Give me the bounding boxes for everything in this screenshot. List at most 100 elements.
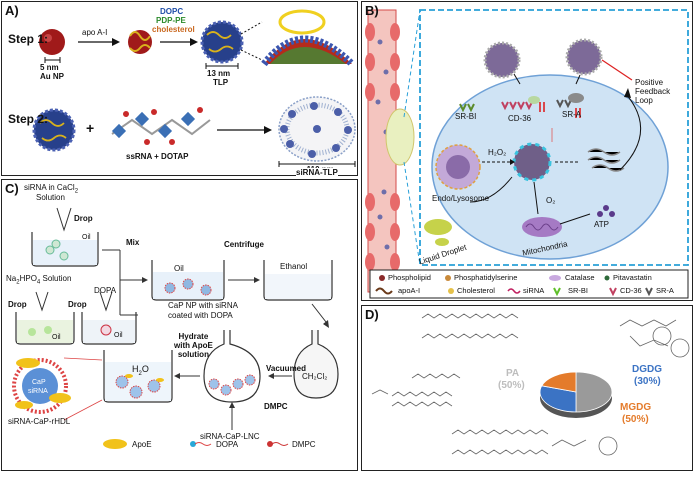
zoom-box xyxy=(419,9,689,266)
oil-label-3: Oil xyxy=(114,332,123,339)
lipid-cholesterol-label: cholesterol xyxy=(152,25,195,34)
oil-label-1: Oil xyxy=(82,234,91,241)
nanoparticle-center xyxy=(512,142,552,182)
beaker-4 xyxy=(151,260,225,301)
legend-pitavastatin: Pitavastatin xyxy=(613,273,652,282)
oil-label-2: Oil xyxy=(52,334,61,341)
lipid-pdppe-label: PDP-PE xyxy=(156,16,186,25)
hydrate-label: Hydrate with ApoE solution xyxy=(174,332,213,359)
step1-label: Step 1: xyxy=(8,32,49,46)
cd36-label: CD-36 xyxy=(508,114,532,123)
panel-c: C) siRNA in CaCl2 Solution Drop Oil Na2H… xyxy=(1,179,358,471)
tlp-particle xyxy=(200,20,244,64)
panel-a-letter: A) xyxy=(5,3,19,18)
o2-label: O₂ xyxy=(546,196,556,205)
legend-phospholipid: Phospholipid xyxy=(388,273,431,282)
cap-core-label: CaP xyxy=(32,379,46,386)
beaker-3 xyxy=(81,312,137,345)
rhdl-particles xyxy=(115,374,164,399)
plus-sign: + xyxy=(86,120,95,136)
sirna-solution-label-2: Solution xyxy=(36,193,65,202)
legend-cd36: CD-36 xyxy=(620,286,642,295)
tlp-size-label: 13 nm xyxy=(207,69,231,78)
final-name-label-visible: siRNA-TLP xyxy=(296,168,338,177)
dgdg-pct-label: (30%) xyxy=(634,376,661,387)
dopa-top-label: DOPA xyxy=(94,286,117,295)
endo-lysosome xyxy=(435,144,481,190)
step2-label: Step 2: xyxy=(8,112,49,126)
panel-d: D) PA (50%) DGDG (30%) MGDG (50%) xyxy=(361,305,693,471)
srbi-label: SR-BI xyxy=(455,112,477,121)
flask-ch2cl2 xyxy=(293,330,339,399)
pie-slice-dgdg xyxy=(539,385,577,413)
sirna-solution-label: siRNA in CaCl2 xyxy=(24,183,79,195)
centrifuge-label: Centrifuge xyxy=(224,240,264,249)
tlp-name-label: TLP xyxy=(213,78,229,87)
tlp-cross-section xyxy=(261,9,355,67)
legend-srbi: SR-BI xyxy=(568,286,589,295)
atp-label: ATP xyxy=(594,220,609,229)
panel-b-letter: B) xyxy=(365,3,379,18)
drop-label-1: Drop xyxy=(74,214,93,223)
apoa-coated-np xyxy=(128,30,152,54)
legend-apoa: apoA-I xyxy=(398,286,421,295)
pa-structure xyxy=(371,373,461,407)
panel-c-letter: C) xyxy=(5,181,19,196)
endo-label: Endo/Lysosome xyxy=(432,194,490,203)
nanoparticle-top-left xyxy=(483,41,521,79)
legend-dopa-icon xyxy=(190,441,212,447)
beaker-1 xyxy=(31,232,99,267)
nanoparticle-top-right xyxy=(565,38,603,76)
capnp-label-1: CaP NP with siRNA xyxy=(168,301,238,310)
au-size-label: 5 nm xyxy=(40,63,59,72)
beaker-6 xyxy=(103,350,173,403)
dgdg-name-label: DGDG xyxy=(632,364,662,375)
legend-box xyxy=(369,269,689,299)
beaker-2 xyxy=(15,312,75,345)
sra-label: SR-A xyxy=(562,110,582,119)
sirna-strands xyxy=(587,148,625,172)
beaker-5 xyxy=(263,260,333,301)
legend-dopa-label: DOPA xyxy=(216,440,239,449)
panel-b-figure xyxy=(365,9,689,299)
mgdg-name-label: MGDG xyxy=(620,402,652,413)
legend-sra: SR-A xyxy=(656,286,674,295)
sirna-core-label: siRNA xyxy=(28,388,48,395)
mix-label: Mix xyxy=(126,238,140,247)
mgdg-pct-label: (50%) xyxy=(622,414,649,425)
ch2cl2-label: CH₂Cl₂ xyxy=(302,372,328,381)
h2o-label: H2O xyxy=(132,364,149,377)
panel-b: B) SR-BI CD-36 SR-A Positive Feedback Lo… xyxy=(361,1,693,301)
pipette-1 xyxy=(56,207,72,232)
panel-a: A) Step 1: Step 2: apo A-I DOPC PDP-PE c… xyxy=(1,1,358,176)
pie-slice-mgdg xyxy=(541,371,577,393)
panel-c-figure xyxy=(12,207,339,449)
cap-np-group xyxy=(164,278,212,296)
vacuumed-label: Vacuumed xyxy=(266,364,307,373)
legend-phosphatidylserine: Phosphatidylserine xyxy=(454,273,518,282)
drop-label-3: Drop xyxy=(68,300,87,309)
au-name-label: Au NP xyxy=(40,72,64,81)
legend-dmpc-icon xyxy=(267,441,289,447)
legend-cholesterol: Cholesterol xyxy=(457,286,495,295)
feedback-label: Positive Feedback Loop xyxy=(635,78,671,105)
panel-a-figure xyxy=(32,9,356,167)
capnp-label-2: coated with DOPA xyxy=(168,311,233,320)
legend-dmpc-label: DMPC xyxy=(292,440,316,449)
legend-icons xyxy=(375,275,653,297)
legend-catalase: Catalase xyxy=(565,273,595,282)
panel-d-letter: D) xyxy=(365,307,379,322)
h2o2-label: H₂O₂ xyxy=(488,148,507,157)
pa-name-label: PA xyxy=(506,368,520,379)
liquid-droplet xyxy=(424,219,452,246)
mitochondria xyxy=(522,217,562,237)
ssrna-dotap xyxy=(111,107,211,145)
rhdl-large xyxy=(12,358,71,414)
pie-slice-pa xyxy=(575,371,613,413)
oil-label-4: Oil xyxy=(174,264,184,273)
legend-apoe-label: ApoE xyxy=(132,440,152,449)
reagent-label: ssRNA + DOTAP xyxy=(126,152,189,161)
lnc-particles xyxy=(208,374,256,396)
tlp-step2 xyxy=(32,108,76,152)
dgdg-structure xyxy=(421,313,690,358)
